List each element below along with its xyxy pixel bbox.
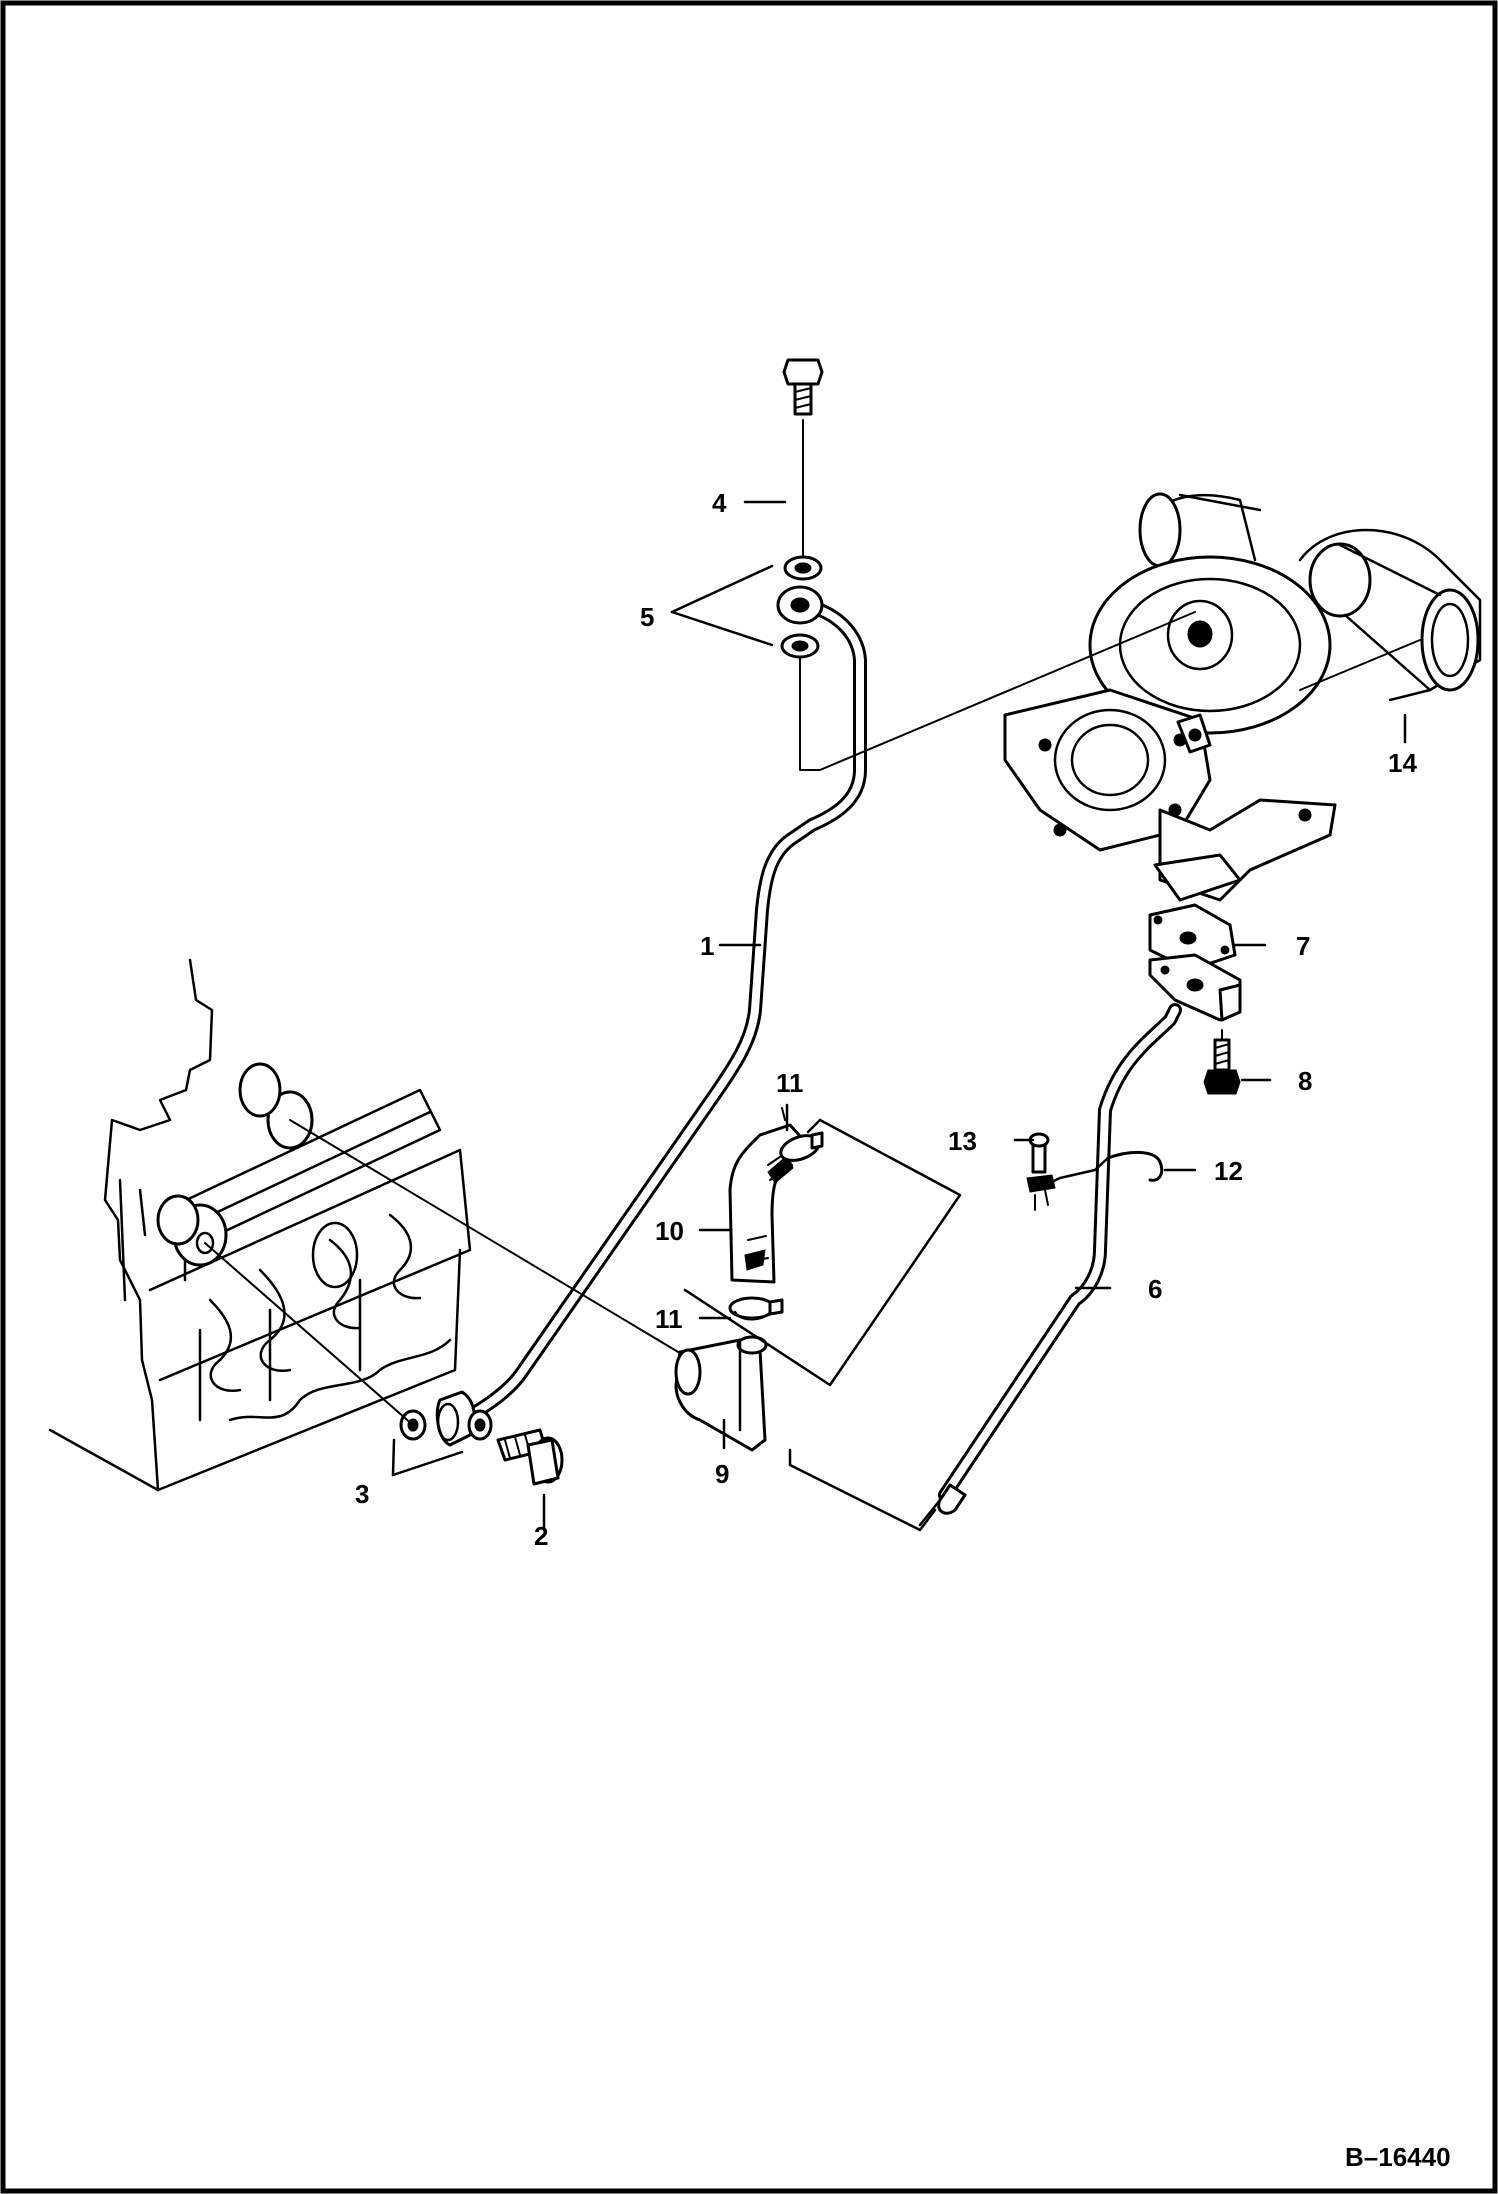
callout-14: 14 (1388, 748, 1417, 778)
callout-8: 8 (1298, 1066, 1312, 1096)
oil-return-pipe (918, 903, 1242, 1527)
callout-6: 6 (1148, 1274, 1162, 1304)
callout-11b: 11 (655, 1304, 683, 1334)
callout-3: 3 (355, 1479, 369, 1509)
drain-hose-assembly (289, 1107, 962, 1532)
callout-11a: 11 (776, 1068, 804, 1098)
callout-2: 2 (534, 1521, 548, 1551)
callout-13: 13 (948, 1126, 977, 1156)
upper-banjo-assembly (776, 358, 1196, 771)
callout-4: 4 (712, 488, 727, 518)
callout-10: 10 (655, 1216, 684, 1246)
callout-1: 1 (700, 931, 714, 961)
document-id: B–16440 (1345, 2142, 1451, 2172)
callout-9: 9 (715, 1459, 729, 1489)
lower-banjo-assembly (204, 1242, 564, 1486)
callout-labels: 1 2 3 4 5 6 7 8 9 10 11 11 12 13 14 (355, 488, 1417, 1551)
engine-block (48, 958, 472, 1492)
callout-leaders (391, 500, 1407, 1530)
turbocharger (1003, 492, 1482, 902)
callout-12: 12 (1214, 1156, 1243, 1186)
callout-7: 7 (1296, 931, 1310, 961)
oil-feed-pipe (455, 598, 867, 1427)
callout-5: 5 (640, 602, 654, 632)
